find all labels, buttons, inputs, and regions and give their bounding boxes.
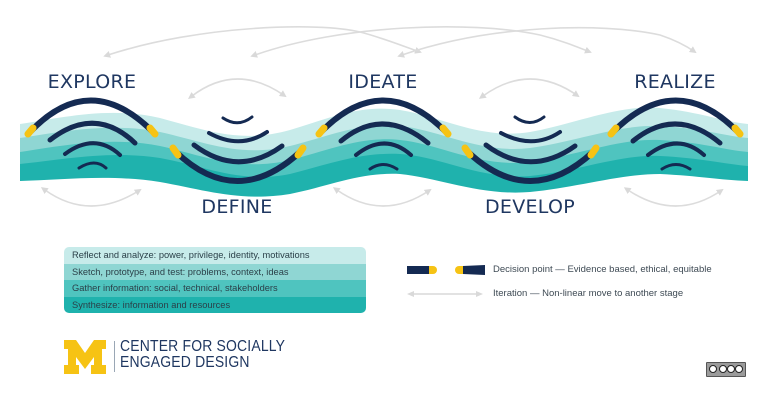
decision-point-icon	[169, 144, 182, 159]
legend-row-gather: Gather information: social, technical, s…	[64, 280, 366, 297]
stage-label-define: DEFINE	[201, 196, 272, 218]
long-iteration-arrows	[103, 26, 697, 58]
decision-point-icon	[461, 144, 474, 159]
decision-point-icon	[146, 124, 159, 138]
organization-name-line-2: ENGAGED DESIGN	[120, 353, 250, 371]
short-iteration-arrows	[40, 78, 724, 207]
stage-label-explore: EXPLORE	[48, 71, 137, 93]
legend-row-sketch: Sketch, prototype, and test: problems, c…	[64, 263, 366, 280]
band-layer-synthesize	[20, 153, 748, 197]
iteration-arrow-icon	[332, 187, 432, 207]
logo-divider	[114, 341, 115, 372]
stage-label-realize: REALIZE	[634, 71, 716, 93]
decision-point-icon	[294, 144, 307, 159]
stage-arcs-explore	[24, 97, 159, 170]
legend-row-reflect: Reflect and analyze: power, privilege, i…	[64, 247, 366, 264]
key-decision-point-label: Decision point — Evidence based, ethical…	[493, 264, 712, 275]
iteration-arrow-icon	[250, 26, 592, 58]
stage-arcs-develop	[461, 115, 600, 184]
key-iteration: Iteration — Non-linear move to another s…	[405, 286, 745, 302]
iteration-arrow-icon	[397, 26, 697, 58]
key-decision-point: Decision point — Evidence based, ethical…	[405, 262, 745, 278]
wave-band	[20, 107, 748, 197]
iteration-arrow-icon	[188, 78, 287, 100]
cc-by-nc-sa-icon[interactable]	[706, 362, 746, 377]
iteration-arrow-icon	[478, 78, 580, 99]
iteration-arrow-icon	[407, 291, 483, 297]
decision-point-icon	[407, 265, 485, 275]
iteration-arrow-icon	[623, 187, 724, 207]
organization-name-line-1: CENTER FOR SOCIALLY	[120, 338, 286, 355]
stage-arcs-realize	[607, 97, 744, 171]
block-m-logo-icon	[64, 340, 106, 374]
decision-point-icon	[607, 124, 620, 138]
design-process-diagram: EXPLORE DEFINE IDEATE DEVELOP REALIZE	[20, 26, 748, 218]
iteration-arrow-icon	[40, 187, 142, 207]
organization-name: CENTER FOR SOCIALLY ENGAGED DESIGN	[120, 339, 285, 370]
stage-label-develop: DEVELOP	[485, 196, 575, 218]
decision-point-icon	[315, 124, 328, 138]
decision-point-icon	[587, 144, 600, 159]
stage-arcs-ideate	[315, 97, 452, 171]
decision-point-icon	[24, 124, 37, 138]
legend-row-synthesize: Synthesize: information and resources	[64, 296, 366, 313]
stage-arcs-define	[169, 115, 307, 184]
decision-point-icon	[439, 124, 452, 138]
key-iteration-label: Iteration — Non-linear move to another s…	[493, 288, 684, 299]
band-layer-legend: Reflect and analyze: power, privilege, i…	[64, 247, 366, 313]
stage-label-ideate: IDEATE	[348, 71, 417, 93]
decision-point-icon	[731, 124, 744, 138]
iteration-arrow-icon	[103, 26, 422, 58]
